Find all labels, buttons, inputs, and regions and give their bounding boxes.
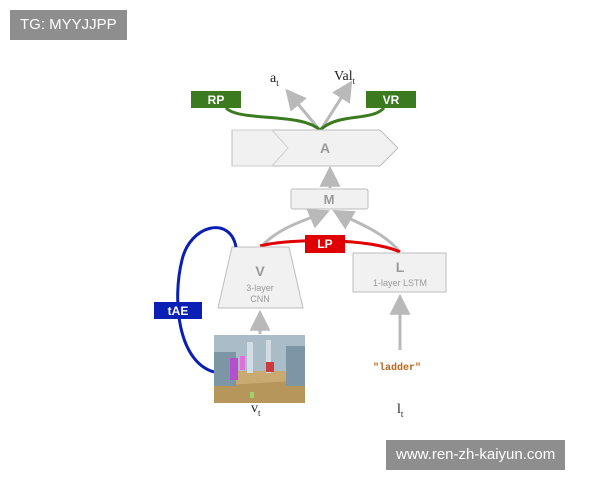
value-output-label: Valt (334, 69, 356, 86)
visual-input-image (214, 335, 305, 403)
action-output-label: at (270, 71, 279, 88)
module-l-title: L (396, 259, 405, 275)
module-a-box (231, 129, 399, 167)
input-arrows (249, 293, 411, 350)
rp-connection (224, 106, 322, 132)
vr-connection (318, 106, 386, 132)
telegram-watermark: TG: MYYJJPP (10, 10, 127, 40)
rp-tag: RP (191, 91, 241, 108)
tae-connection (176, 226, 238, 374)
arrow-v-to-m (260, 208, 330, 248)
language-input-label: lt (397, 402, 404, 419)
arrow-to-value (320, 80, 353, 129)
tae-label: tAE (168, 304, 189, 318)
arrows-into-m (260, 208, 402, 253)
arrow-l-to-m (332, 209, 402, 253)
module-v-line2: CNN (250, 294, 270, 304)
module-l-box (352, 252, 447, 293)
module-v-box (217, 246, 304, 309)
module-v-title: V (255, 263, 265, 279)
module-v: V 3-layer CNN (217, 246, 304, 309)
website-watermark: www.ren-zh-kaiyun.com (386, 440, 566, 470)
module-l: L 1-layer LSTM (352, 252, 447, 293)
module-a-inner-chevron (232, 129, 289, 167)
rp-label: RP (208, 93, 225, 107)
lp-label: LP (317, 237, 332, 251)
instruction-input: "ladder" (373, 362, 421, 374)
module-a: A (231, 129, 399, 167)
output-arrows (285, 80, 353, 129)
tae-tag: tAE (154, 302, 202, 319)
module-m: M (290, 188, 369, 210)
vision-input-label: vt (251, 401, 261, 418)
module-v-line1: 3-layer (246, 283, 274, 293)
module-m-title: M (324, 192, 335, 207)
vr-tag: VR (366, 91, 416, 108)
module-l-line1: 1-layer LSTM (373, 278, 427, 288)
lp-tag: LP (305, 235, 345, 253)
auxiliary-connections (224, 106, 386, 132)
arrow-to-action (285, 88, 320, 129)
vr-label: VR (383, 93, 400, 107)
module-a-title: A (320, 140, 330, 156)
